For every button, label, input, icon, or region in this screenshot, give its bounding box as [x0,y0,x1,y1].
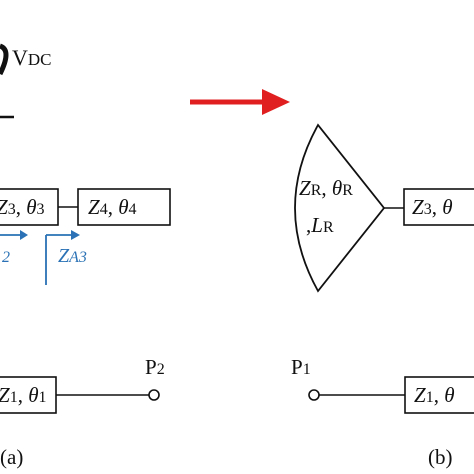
vdc-label: VDC [12,45,52,70]
za3-label: ZA3 [58,245,87,267]
port-terminal-icon [148,389,160,401]
caption-b: (b) [428,445,453,469]
dc-source-arc [0,43,9,76]
za2-label: 2 [2,249,10,266]
tl4-label: Z4, θ4 [88,195,137,219]
tl1-box-left [0,376,57,414]
right-arrow-icon [190,89,290,115]
tl3-label-left: Z3, θ3 [0,195,45,219]
p1-label: P1 [291,355,311,379]
radial-stub-label-1: ZR, θR [299,176,353,200]
za3-arrow [45,230,80,285]
tl1-box-right [404,376,474,414]
radial-stub-label-2: ,LR [306,213,334,237]
caption-a: (a) [0,445,23,469]
za2-arrow [0,230,28,240]
tl4-box [77,188,171,226]
dc-source-icon [0,43,9,76]
tl1-label-right: Z1, θ [414,383,455,407]
tl3-box-right [403,188,474,226]
tl1-label-left: Z1, θ1 [0,383,47,407]
p2-label: P2 [145,355,165,379]
tl3-label-right: Z3, θ [412,195,453,219]
port-terminal-icon [308,389,320,401]
radial-stub [294,123,386,293]
